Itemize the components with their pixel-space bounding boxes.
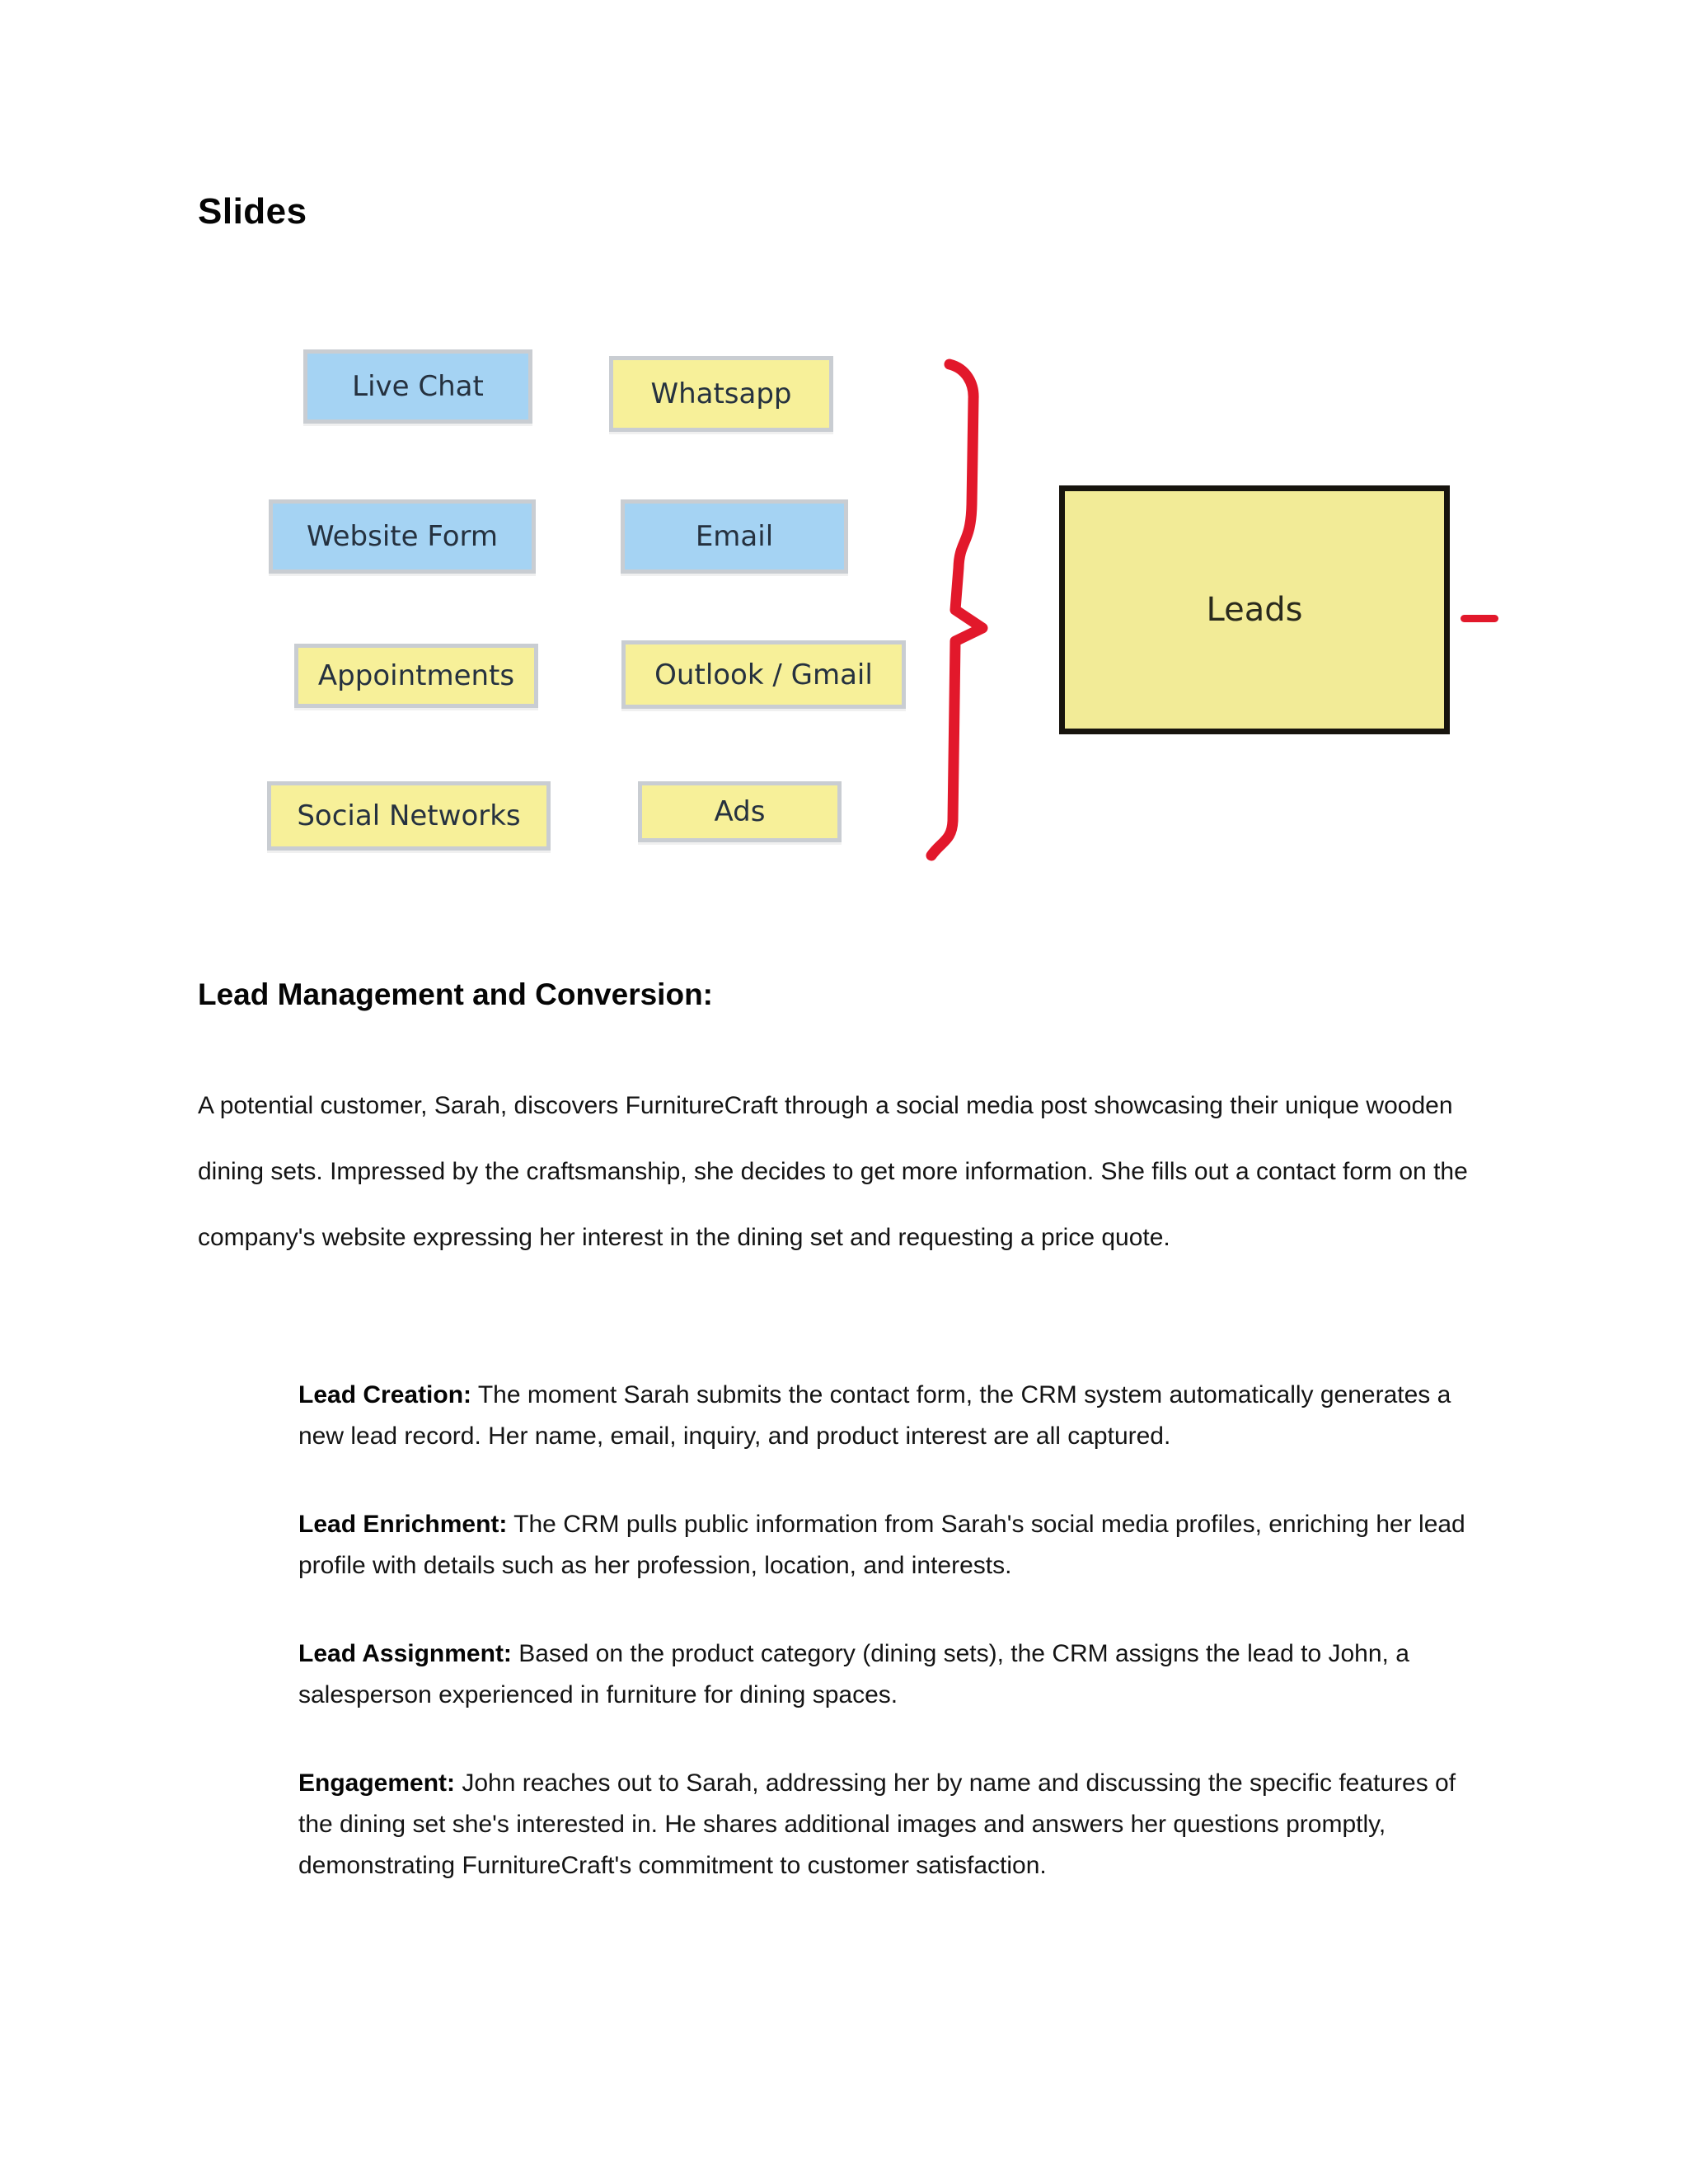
sticky-note-social-networks: Social Networks	[267, 781, 551, 851]
lead-steps-list: Lead Creation: The moment Sarah submits …	[298, 1375, 1485, 1933]
lead-step-label: Lead Creation:	[298, 1381, 472, 1408]
sticky-note-whatsapp: Whatsapp	[609, 356, 833, 432]
leads-box: Leads	[1059, 485, 1450, 734]
sticky-note-label: Appointments	[317, 659, 515, 692]
section-heading: Lead Management and Conversion:	[198, 977, 713, 1011]
sticky-note-ads: Ads	[638, 781, 842, 842]
sticky-note-website-form: Website Form	[269, 499, 536, 574]
lead-step-text: The CRM pulls public information from Sa…	[298, 1511, 1465, 1579]
lead-step-enrichment: Lead Enrichment: The CRM pulls public in…	[298, 1504, 1485, 1586]
page-title: Slides	[198, 191, 307, 232]
sticky-note-label: Email	[695, 520, 774, 553]
lead-step-creation: Lead Creation: The moment Sarah submits …	[298, 1375, 1485, 1457]
curly-brace-stroke	[926, 359, 988, 861]
lead-step-text: The moment Sarah submits the contact for…	[298, 1381, 1451, 1450]
lead-step-text: Based on the product category (dining se…	[298, 1640, 1409, 1708]
sticky-note-label: Ads	[714, 795, 766, 828]
leads-box-label: Leads	[1206, 591, 1303, 629]
intro-paragraph: A potential customer, Sarah, discovers F…	[198, 1092, 1468, 1251]
sticky-note-appointments: Appointments	[294, 644, 538, 708]
lead-step-assignment: Lead Assignment: Based on the product ca…	[298, 1633, 1485, 1716]
lead-step-text: John reaches out to Sarah, addressing he…	[298, 1769, 1456, 1879]
red-connector-dash	[1461, 615, 1498, 622]
sticky-note-label: Social Networks	[297, 799, 521, 832]
lead-step-label: Lead Assignment:	[298, 1640, 512, 1667]
lead-step-engagement: Engagement: John reaches out to Sarah, a…	[298, 1763, 1485, 1886]
sticky-note-label: Whatsapp	[650, 377, 792, 410]
sticky-note-label: Live Chat	[352, 370, 484, 403]
sticky-note-live-chat: Live Chat	[303, 349, 532, 424]
sticky-note-label: Outlook / Gmail	[654, 658, 873, 691]
sticky-note-label: Website Form	[307, 520, 498, 553]
lead-step-label: Lead Enrichment:	[298, 1511, 508, 1538]
sticky-note-email: Email	[621, 499, 848, 574]
sticky-note-outlook-gmail: Outlook / Gmail	[621, 640, 906, 709]
lead-step-label: Engagement:	[298, 1769, 456, 1797]
curly-brace-icon	[926, 359, 988, 861]
